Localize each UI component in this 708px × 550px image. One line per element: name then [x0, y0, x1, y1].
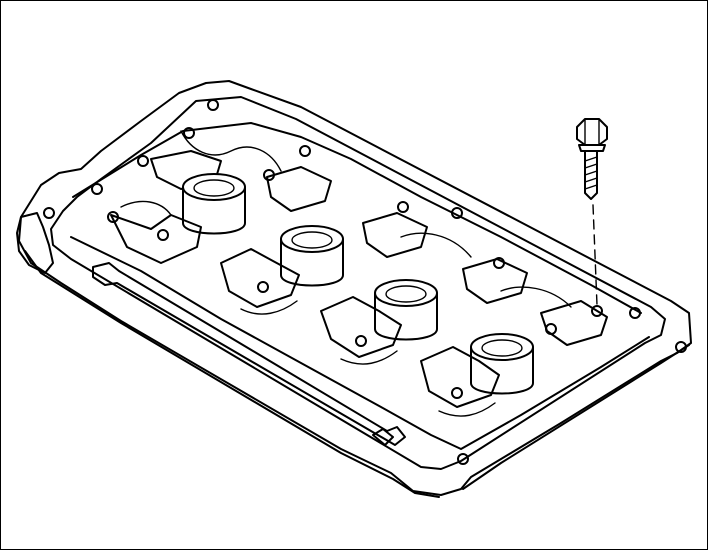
bolt-hole — [675, 341, 687, 353]
spark-plug-wells — [182, 173, 534, 395]
cover-side-wall — [24, 250, 440, 498]
bolt-hole — [493, 257, 505, 269]
baffle-curve-1 — [180, 130, 282, 172]
inner-wall-back — [72, 122, 642, 314]
bolt-hole — [545, 323, 557, 335]
spark-plug-well-4 — [470, 333, 534, 395]
baffle-curve-3 — [240, 300, 298, 315]
spark-plug-well-2 — [280, 225, 344, 287]
lower-side-rib — [92, 262, 406, 446]
left-end-boss — [16, 212, 54, 274]
bolt-hole — [207, 99, 219, 111]
cross-rib-9 — [540, 300, 608, 346]
bolt-hole — [299, 145, 311, 157]
bolt-hole — [183, 127, 195, 139]
bolt-flange — [578, 144, 606, 152]
bolt-hole — [457, 453, 469, 465]
cover-outer-outline — [18, 80, 692, 496]
bolt-hole — [91, 183, 103, 195]
valve-cover — [16, 80, 692, 498]
baffle-curve-4 — [340, 350, 398, 365]
bolt-hole — [451, 207, 463, 219]
cross-rib-7 — [362, 212, 428, 258]
bolt-hole — [43, 207, 55, 219]
spark-plug-well-1 — [182, 173, 246, 235]
cover-side-wall-right — [462, 344, 690, 490]
baffle-curve-6 — [400, 232, 472, 258]
cross-rib-2 — [220, 248, 300, 308]
bolt-hole — [107, 211, 119, 223]
bolt-threads — [584, 156, 598, 190]
bolt-shank — [584, 150, 598, 200]
cover-rim-inner — [50, 96, 666, 470]
baffle-curve-2 — [120, 200, 172, 216]
bolt-hole — [263, 169, 275, 181]
bolt-hole — [355, 335, 367, 347]
front-right-rib — [372, 428, 394, 446]
bolt-hole — [629, 307, 641, 319]
cross-rib-3 — [320, 296, 402, 358]
bolt-holes — [43, 99, 687, 465]
bolt-hole — [257, 281, 269, 293]
inner-wall-front — [70, 236, 650, 450]
bolt-hole — [591, 305, 603, 317]
bolt-hole — [451, 387, 463, 399]
cross-rib-6 — [266, 166, 332, 212]
inner-baffles — [70, 122, 650, 450]
bolt-hole — [137, 155, 149, 167]
spark-plug-well-3 — [374, 279, 438, 341]
baffle-curve-5 — [438, 402, 496, 417]
bolt-hole — [157, 229, 169, 241]
cross-rib-1 — [110, 214, 202, 264]
baffle-curve-7 — [500, 286, 572, 308]
mounting-bolt — [576, 118, 608, 306]
bolt-guide-line — [592, 204, 598, 306]
cross-rib-4 — [420, 346, 500, 408]
bolt-hole — [397, 201, 409, 213]
bolt-head — [576, 118, 608, 146]
